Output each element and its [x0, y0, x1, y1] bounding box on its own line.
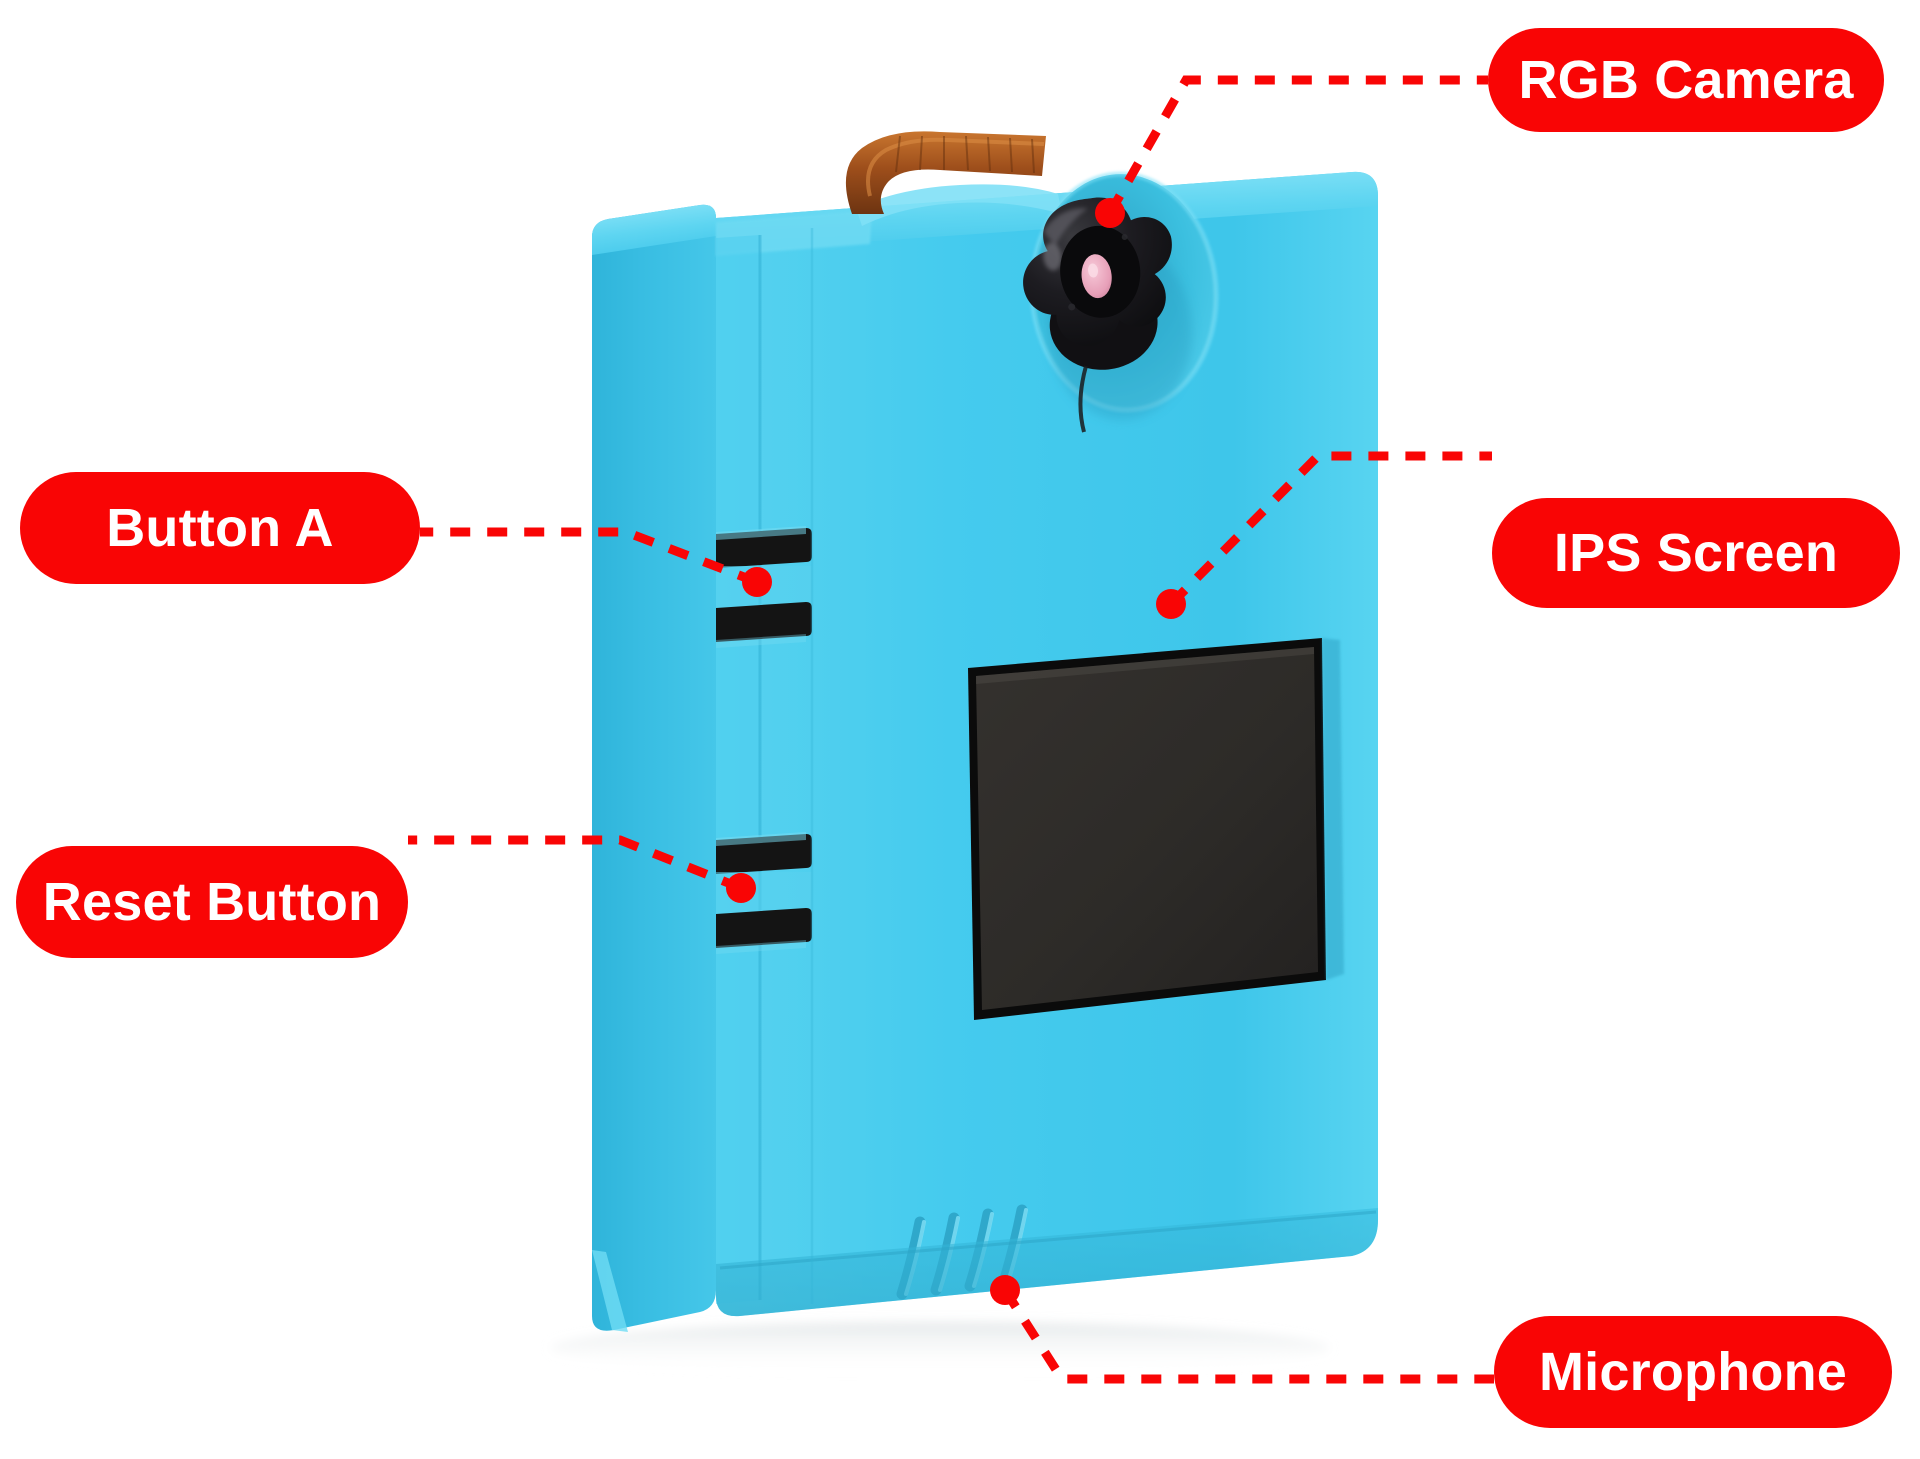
device-bottom-lip: [716, 1208, 1378, 1317]
ground-shadow: [550, 1322, 1330, 1374]
device-body: [592, 131, 1378, 1332]
ips-screen[interactable]: [968, 638, 1326, 1020]
dot-button-a: [742, 567, 772, 597]
dot-ips-screen: [1156, 589, 1186, 619]
screen-recess-shadow: [1322, 638, 1344, 980]
callout-dots: [726, 198, 1186, 1305]
side-control-ridge: [716, 235, 760, 1304]
device-side-top: [592, 204, 716, 255]
button-a[interactable]: [716, 526, 812, 648]
callout-label-button-a[interactable]: Button A: [20, 472, 420, 584]
leader-button-a: [420, 527, 759, 587]
strap-notch: [856, 184, 1062, 226]
device-side-face: [592, 204, 716, 1331]
leader-reset-button: [408, 835, 743, 893]
rgb-camera-module: [1023, 197, 1172, 370]
dot-microphone: [990, 1275, 1020, 1305]
callout-label-ips-screen[interactable]: IPS Screen: [1492, 498, 1900, 608]
wrist-strap: [845, 131, 1046, 214]
callout-label-microphone[interactable]: Microphone: [1494, 1316, 1892, 1428]
callout-leaders: [408, 75, 1494, 1384]
leader-rgb-camera: [1106, 75, 1488, 216]
camera-ribbon-cable: [1078, 365, 1088, 433]
callout-label-rgb-camera[interactable]: RGB Camera: [1488, 28, 1884, 132]
callout-label-reset-button[interactable]: Reset Button: [16, 846, 408, 958]
dot-rgb-camera: [1095, 198, 1125, 228]
device-top-face: [716, 171, 1378, 252]
device-rear-sliver: [592, 1250, 628, 1332]
device-bottom-edge-line: [719, 1210, 1377, 1270]
dot-reset-button: [726, 873, 756, 903]
